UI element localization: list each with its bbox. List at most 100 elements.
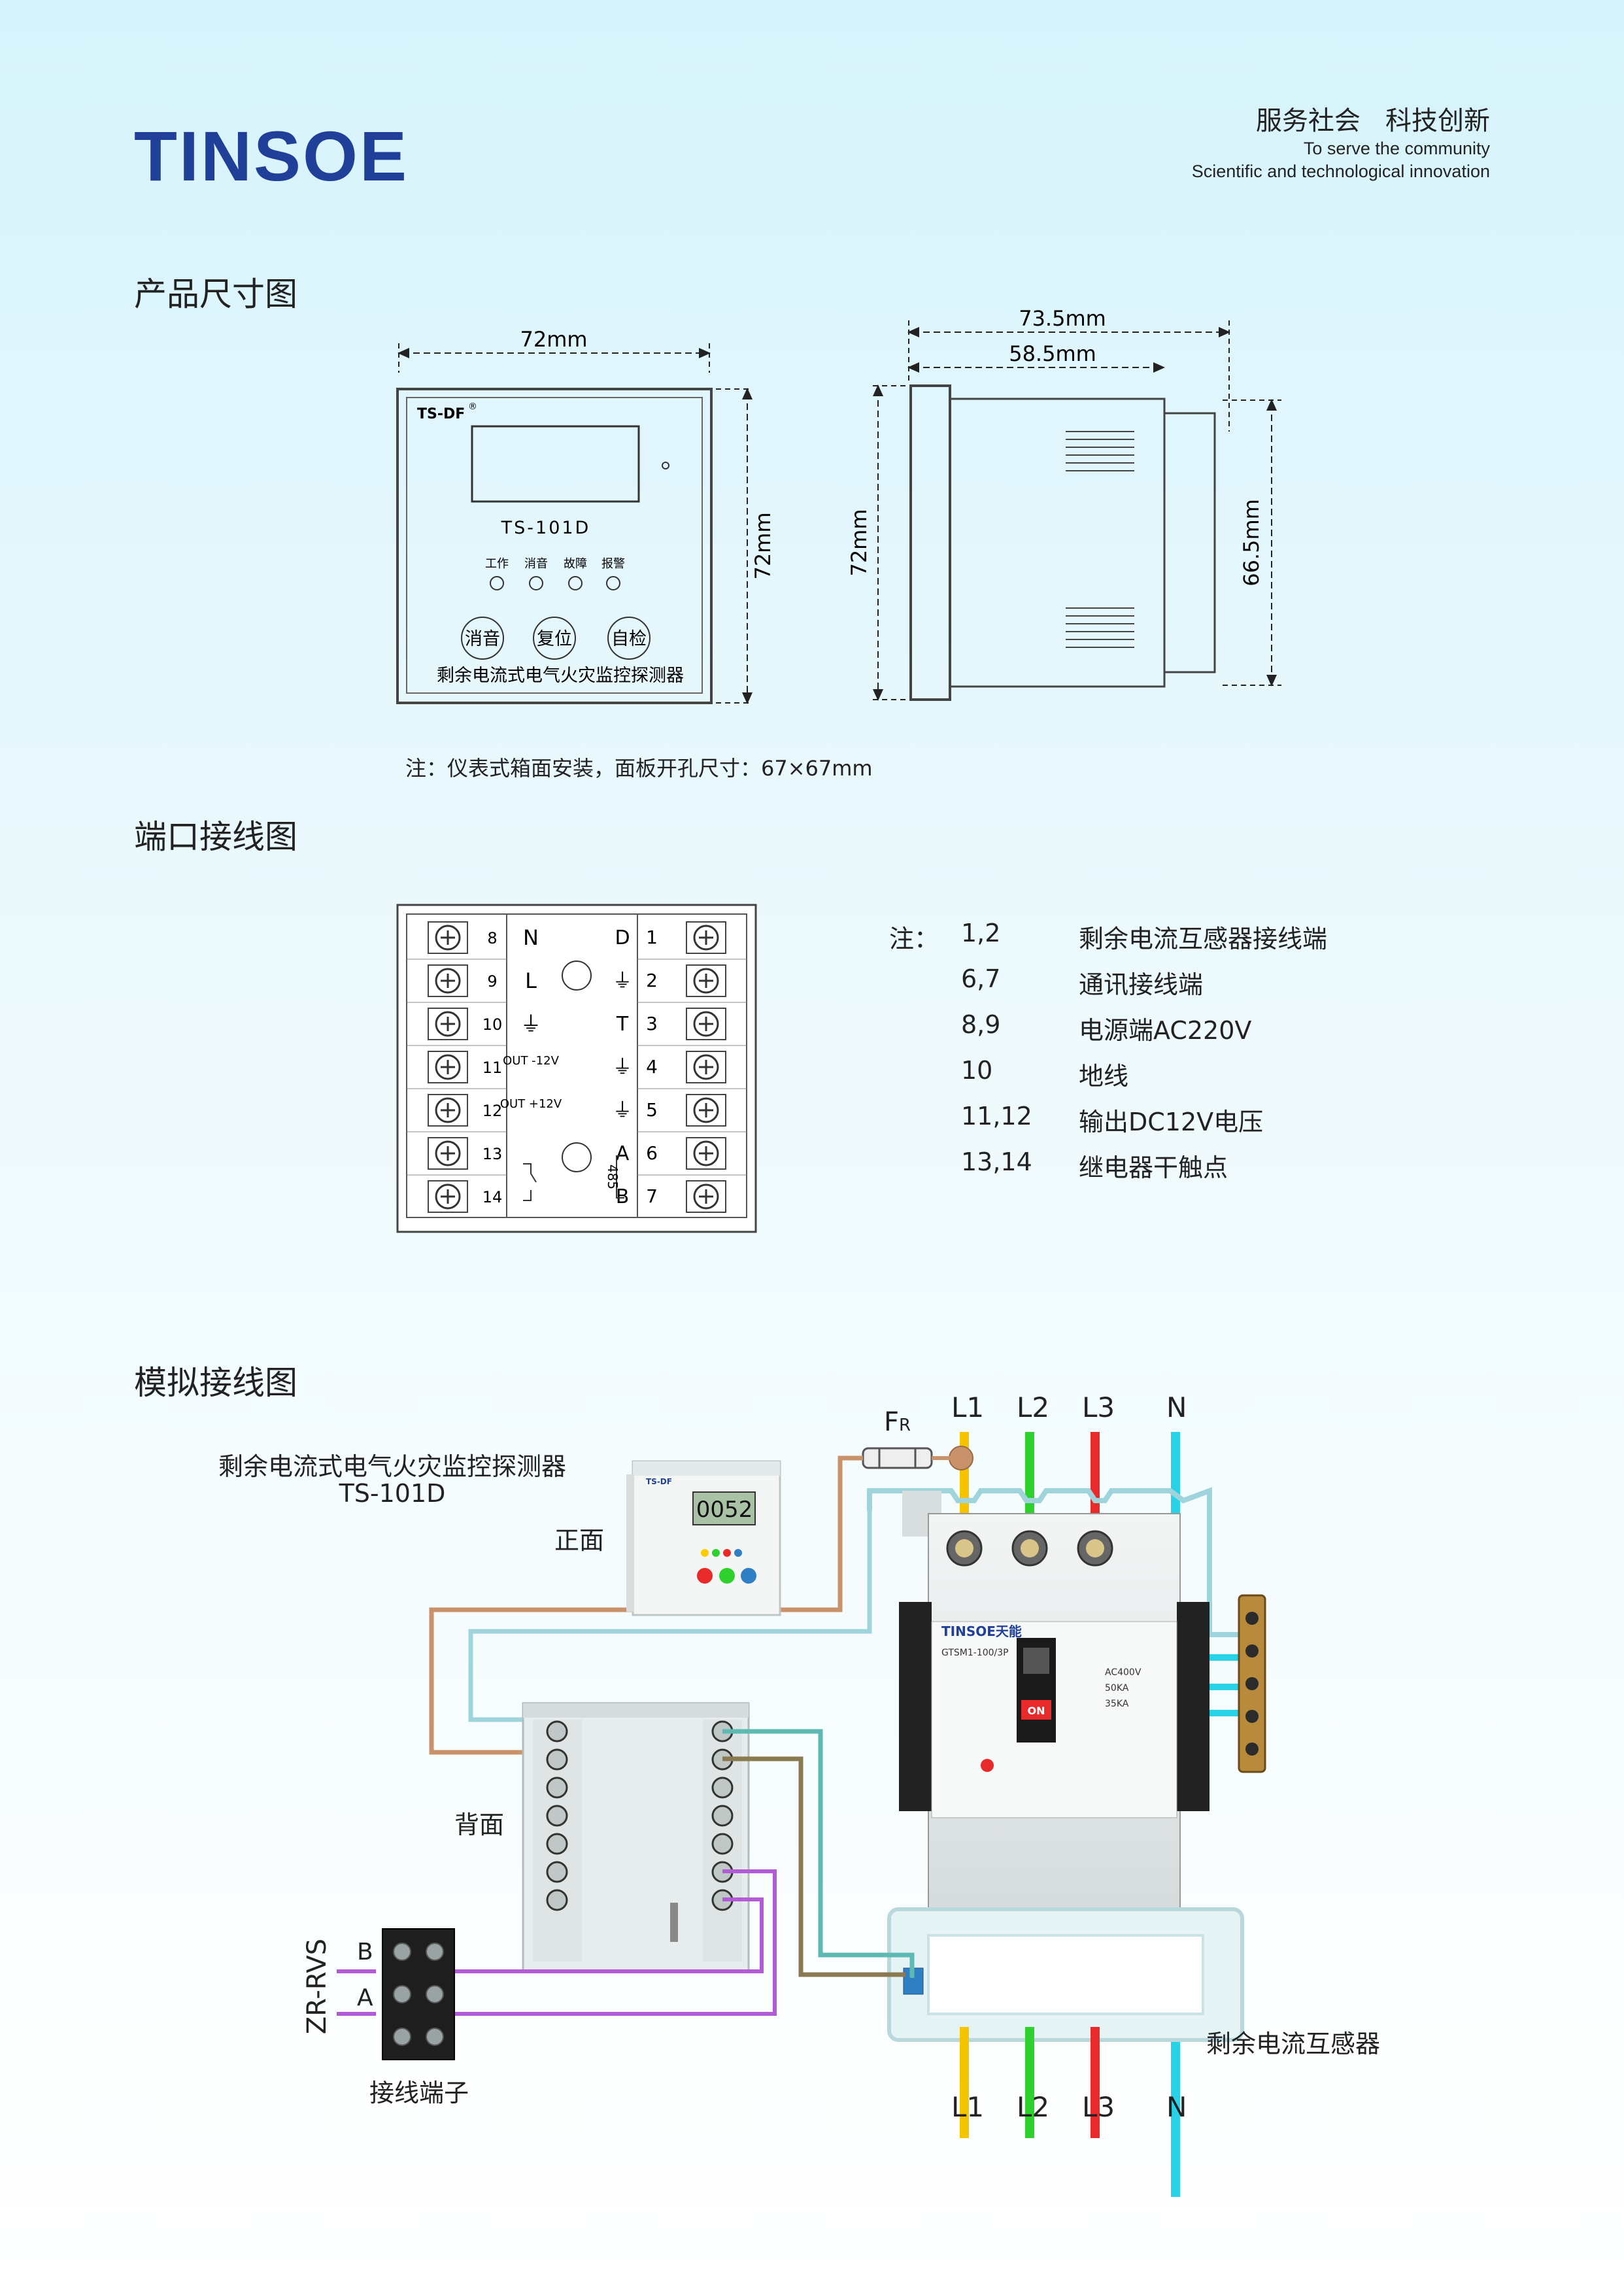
front-photo-display: 0052: [696, 1497, 753, 1523]
terminal-label-6: A: [616, 1142, 630, 1165]
back-terminal-screw: [546, 1748, 568, 1771]
back-terminal-screw: [546, 1776, 568, 1799]
svg-text:复位: 复位: [537, 629, 572, 649]
terminal-screw-13-slot: [441, 1146, 455, 1161]
terminal-screw-4-slot: [699, 1060, 713, 1074]
terminal-num-12: 12: [482, 1102, 503, 1120]
mute-button: [461, 617, 504, 660]
terminal-label-12: OUT +12V: [500, 1097, 562, 1111]
terminal-num-5: 5: [646, 1099, 658, 1121]
phase-bottom-l1: L1: [951, 2091, 985, 2123]
terminal-label-8: N: [523, 925, 539, 950]
port-note-value: 继电器干触点: [1079, 1153, 1228, 1182]
simulation-wiring: TINSOE天能 GTSM1-100/3P ON AC400V 50KA 35K…: [337, 1432, 1266, 2197]
sim-device-model: TS-101D: [339, 1479, 446, 1508]
terminal-num-13: 13: [482, 1145, 503, 1163]
breaker-brand: TINSOE天能: [941, 1624, 1022, 1639]
terminal-screw-5-housing: [686, 1094, 726, 1127]
back-terminal-screw: [546, 1720, 568, 1742]
terminal-num-1: 1: [646, 926, 658, 948]
led-label-work: 工作: [485, 557, 509, 571]
terminal-label-5: ⏚: [613, 1099, 632, 1122]
terminal-num-7: 7: [646, 1185, 658, 1207]
phase-top-l1: L1: [951, 1391, 985, 1423]
terminal-screw-14-slot: [441, 1189, 455, 1204]
terminal-num-3: 3: [646, 1013, 658, 1034]
mount-note: 注：仪表式箱面安装，面板开孔尺寸：67×67mm: [405, 756, 873, 781]
front-height-label: 72mm: [751, 512, 775, 579]
port-note-value: 电源端AC220V: [1079, 1016, 1252, 1045]
bus-label: 485: [605, 1164, 620, 1189]
fuse: [862, 1447, 933, 1469]
slogan-cn: 服务社会 科技创新: [1255, 106, 1490, 136]
reset-button: [533, 617, 576, 660]
terminal-screw-2-housing: [686, 964, 726, 997]
terminal-label-4: ⏚: [613, 1056, 632, 1079]
device-front-photo: TS-DF 0052: [626, 1460, 781, 1616]
terminal-screw-11-slot: [441, 1060, 455, 1074]
section-title-dimensions: 产品尺寸图: [134, 275, 297, 313]
terminal-num-14: 14: [482, 1188, 503, 1206]
back-terminal-screw: [711, 1833, 734, 1855]
breaker-on: ON: [1028, 1705, 1045, 1717]
terminal-screw-7-slot: [699, 1189, 713, 1204]
terminal-screw-1-slot: [699, 930, 713, 945]
led-label-alarm: 报警: [601, 557, 625, 571]
terminal-screw-6-housing: [686, 1137, 726, 1170]
port-note-value: 输出DC12V电压: [1079, 1108, 1264, 1136]
port-note-value: 通讯接线端: [1079, 970, 1204, 999]
terminal-screw-3-slot: [699, 1017, 713, 1031]
back-terminal-screw: [546, 1805, 568, 1827]
side-height-body: 66.5mm: [1239, 499, 1264, 586]
terminal-num-10: 10: [482, 1015, 503, 1034]
cable-label: ZR-RVS: [302, 1938, 332, 2035]
device-back-photo: [522, 1702, 750, 1973]
back-terminal-screw: [546, 1833, 568, 1855]
cable-b-label: B: [357, 1939, 373, 1965]
brand-logo: TINSOE: [134, 116, 409, 196]
terminal-label-10: ⏚: [520, 1012, 541, 1036]
breaker-rating: AC400V: [1105, 1667, 1142, 1678]
port-note-key: 1,2: [961, 919, 1001, 947]
front-product-name: 剩余电流式电气火灾监控探测器: [437, 666, 684, 686]
terminal-num-6: 6: [646, 1142, 658, 1164]
terminal-screw-10-slot: [441, 1017, 455, 1031]
terminal-num-11: 11: [482, 1059, 503, 1077]
svg-text:自检: 自检: [611, 629, 647, 649]
terminal-label-1: D: [615, 926, 630, 949]
terminal-label-9: L: [525, 968, 537, 993]
front-display: [471, 425, 640, 503]
side-depth-body: 58.5mm: [1009, 341, 1096, 366]
terminal-screw-11-housing: [428, 1051, 468, 1083]
cable-a-label: A: [357, 1984, 373, 2011]
terminal-label-3: T: [616, 1013, 629, 1036]
side-view-drawing: 73.5mm 58.5mm 72mm 66.5mm: [847, 306, 1281, 701]
slogan-en-2: Scientific and technological innovation: [1191, 162, 1490, 181]
phase-top-l3: L3: [1082, 1391, 1115, 1423]
terminal-screw-9-housing: [428, 964, 468, 997]
front-width-label: 72mm: [520, 327, 587, 352]
front-panel-drawing: 72mm TS-DF ® TS-101D 工作 消音 故障 报警 消音 复位 自…: [396, 327, 775, 704]
terminal-label-7: B: [616, 1185, 630, 1208]
sim-device-name: 剩余电流式电气火灾监控探测器: [218, 1452, 566, 1481]
slogan-en-1: To serve the community: [1303, 139, 1490, 158]
terminal-screw-7-housing: [686, 1180, 726, 1213]
port-note-key: 11,12: [961, 1102, 1032, 1130]
sim-back-label: 背面: [454, 1810, 505, 1839]
terminal-label-11: OUT -12V: [503, 1054, 559, 1068]
terminal-num-4: 4: [646, 1056, 658, 1078]
svg-text:TS-DF: TS-DF: [646, 1477, 672, 1486]
front-brand: TS-DF: [417, 406, 465, 422]
terminal-screw-5-slot: [699, 1103, 713, 1117]
section-title-ports: 端口接线图: [134, 818, 297, 856]
terminal-screw-8-slot: [441, 930, 455, 945]
terminal-screw-8-housing: [428, 921, 468, 954]
terminal-screw-4-housing: [686, 1051, 726, 1083]
port-note-key: 10: [961, 1056, 993, 1085]
phase-bottom-n: N: [1166, 2091, 1187, 2123]
back-terminal-screw: [711, 1805, 734, 1827]
section-title-simulation: 模拟接线图: [134, 1364, 297, 1402]
terminal-label-2: ⏚: [613, 970, 632, 993]
front-registered: ®: [468, 401, 477, 412]
